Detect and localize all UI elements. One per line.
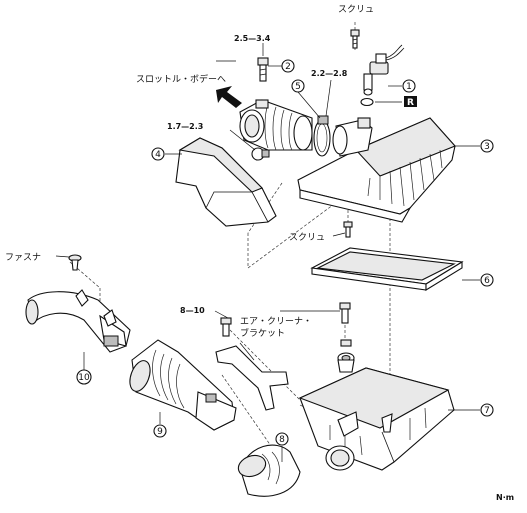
screw-top	[350, 29, 360, 49]
callout-number: 4	[155, 150, 161, 160]
o-ring	[360, 97, 402, 107]
torque-values: 2.5—3.4 2.2—2.8 1.7—2.3 8—10	[167, 34, 348, 315]
part-5-clamp	[297, 79, 332, 157]
callout-part-1: 1	[402, 79, 416, 93]
callout-number: 9	[157, 427, 163, 437]
callout-part-6: 6	[480, 273, 494, 287]
label-screw-top: スクリュ	[338, 4, 374, 15]
part-1-sensor	[363, 44, 405, 96]
part-10-fresh-air-duct	[25, 289, 131, 370]
part-6-filter	[310, 247, 480, 291]
callout-number: 2	[285, 62, 291, 72]
callout-number: 1	[406, 82, 412, 92]
callout-number: 5	[295, 82, 301, 92]
torque-value-3: 1.7—2.3	[167, 122, 203, 131]
intake-hose	[239, 99, 313, 151]
part-7-lower-case	[298, 367, 480, 471]
torque-value-2: 2.2—2.8	[311, 69, 348, 78]
part-4-duct	[165, 137, 277, 227]
labels: スクリュ スロットル・ボデーへ スクリュ ファスナ エア・クリーナ・ ブラケット…	[5, 4, 514, 502]
label-bracket-line1: エア・クリーナ・	[240, 316, 312, 327]
replace-mark-text: R	[407, 98, 414, 108]
callout-part-3: 3	[480, 139, 494, 153]
throttle-direction-arrow	[216, 86, 242, 108]
replace-mark: R	[404, 96, 417, 108]
callout-number: 8	[279, 435, 285, 445]
callout-part-8: 8	[275, 432, 289, 446]
bolt-bracket-left	[214, 310, 232, 337]
callout-number: 3	[484, 142, 490, 152]
callout-number: 10	[78, 373, 90, 383]
part-9-bellows	[129, 339, 237, 431]
torque-value-1: 2.5—3.4	[234, 34, 271, 43]
fastener-clip	[55, 254, 82, 271]
torque-value-4: 8—10	[180, 306, 205, 315]
callout-part-5: 5	[291, 79, 305, 93]
part-8-elbow-hose	[237, 444, 301, 497]
screw-middle	[332, 221, 353, 238]
part-3-upper-case	[297, 117, 480, 223]
callout-part-10: 10	[76, 369, 92, 385]
label-screw-middle: スクリュ	[289, 232, 325, 243]
label-fastener: ファスナ	[5, 252, 41, 263]
callout-part-4: 4	[151, 147, 165, 161]
part-callouts: 1 2 3 4 5 6 7 8	[76, 59, 494, 446]
callout-number: 7	[484, 406, 490, 416]
grommet	[337, 339, 355, 373]
label-torque-unit: N·m	[496, 493, 514, 502]
callout-part-7: 7	[480, 403, 494, 417]
callout-part-2: 2	[281, 59, 295, 73]
bolt-bracket-right	[280, 302, 351, 324]
part-2-bolt	[257, 43, 282, 82]
air-cleaner-bracket	[215, 342, 289, 411]
callout-part-9: 9	[153, 424, 167, 438]
hose-clamp-small	[229, 129, 270, 161]
label-bracket-line2: ブラケット	[240, 327, 285, 339]
label-to-throttle-body: スロットル・ボデーへ	[136, 73, 226, 85]
callout-number: 6	[484, 276, 490, 286]
